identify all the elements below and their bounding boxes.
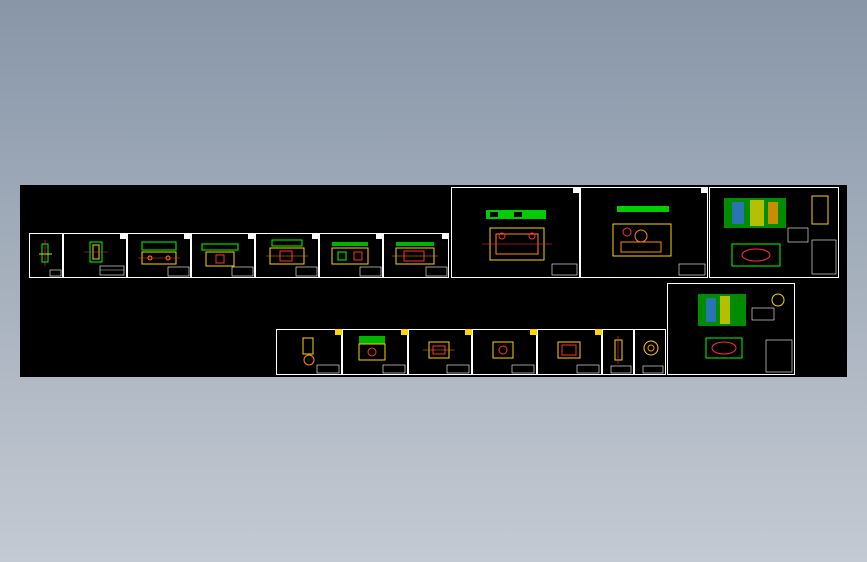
sheet-marker [120,233,127,239]
part-drawing [612,206,706,276]
sheet-marker [701,187,708,193]
drawing-sheet-2[interactable] [63,233,127,278]
sheet-marker [335,329,342,335]
part-drawing [138,241,190,277]
drawing-sheet-10-assembly[interactable] [709,187,839,278]
drawing-sheet-7[interactable] [383,233,449,278]
drawing-sheet-12[interactable] [342,329,408,375]
drawing-sheet-9[interactable] [580,187,708,278]
part-drawing [610,336,632,374]
part-drawing [331,242,382,277]
drawing-sheet-6[interactable] [319,233,383,278]
drawing-sheet-3[interactable] [127,233,191,278]
sheet-marker [376,233,383,239]
sheet-marker [248,233,255,239]
sheet-marker [401,329,408,335]
part-drawing [392,242,448,277]
sheet-marker [442,233,449,239]
part-drawing [266,239,318,277]
part-drawing [201,243,254,277]
drawing-sheet-14[interactable] [472,329,537,375]
sheet-marker [573,187,580,193]
part-drawing [358,336,406,374]
drawing-sheet-16[interactable] [602,329,634,375]
sheet-marker [595,329,602,335]
part-drawing [39,240,62,277]
part-drawing [423,341,470,374]
part-drawing [642,340,664,374]
cad-model-space[interactable] [20,185,847,377]
sheet-marker [312,233,319,239]
assembly-drawing [724,195,837,275]
part-drawing [482,210,578,276]
sheet-marker [184,233,191,239]
assembly-drawing [698,293,793,373]
drawing-sheet-13[interactable] [408,329,472,375]
part-drawing [84,241,125,276]
drawing-sheet-1[interactable] [29,233,63,278]
part-drawing [302,337,340,374]
drawing-sheet-15[interactable] [537,329,602,375]
drawing-sheet-4[interactable] [191,233,255,278]
sheet-marker [465,329,472,335]
part-drawing [557,341,600,374]
drawing-sheet-5[interactable] [255,233,319,278]
part-drawing [492,341,535,374]
drawing-sheet-17[interactable] [634,329,666,375]
drawing-sheet-11[interactable] [276,329,342,375]
sheet-marker [530,329,537,335]
drawing-sheet-18-assembly[interactable] [667,283,795,375]
drawing-sheet-8[interactable] [451,187,580,278]
